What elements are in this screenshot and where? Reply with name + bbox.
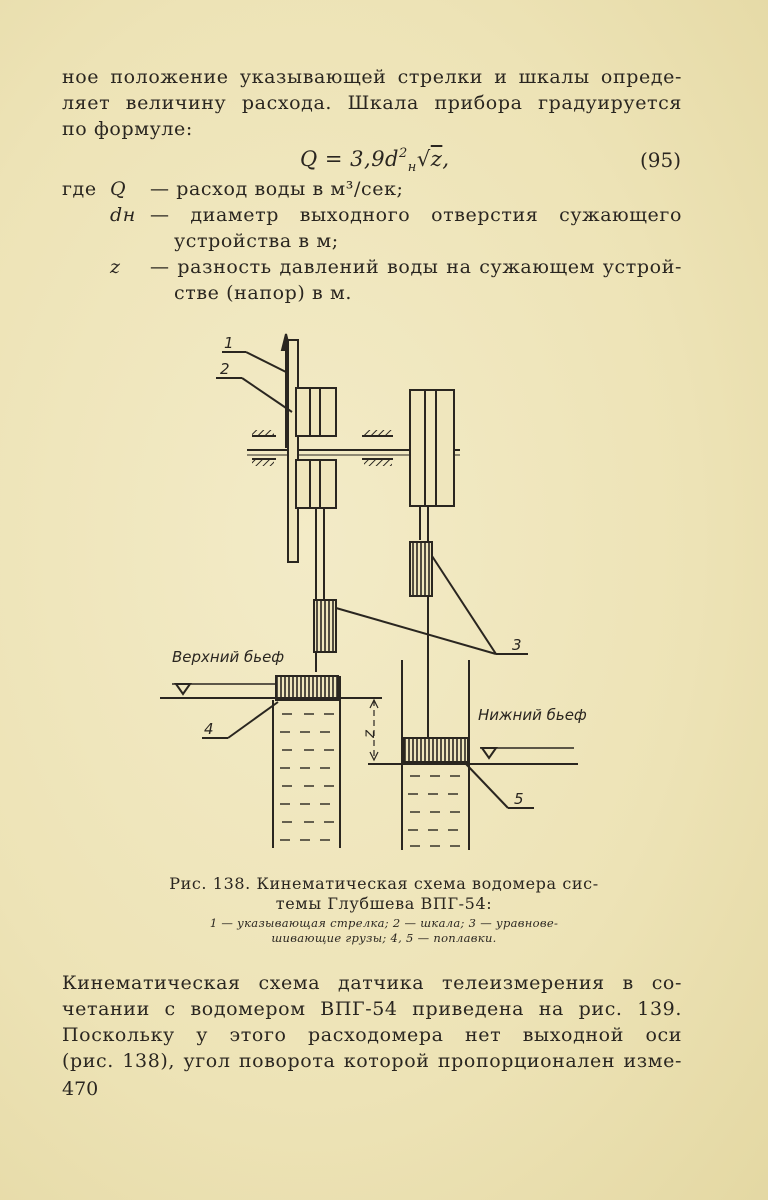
label-3: 3: [512, 636, 522, 654]
caption-line-2: темы Глубшева ВПГ-54:: [275, 894, 493, 913]
def-symbol-z: z: [110, 256, 121, 278]
formula-tail: ,: [442, 147, 450, 171]
def-cont-z: стве (напор) в м.: [174, 282, 353, 304]
float-5: [403, 737, 469, 763]
formula-lhs: Q = 3,9d: [300, 147, 400, 171]
intro-line-3: по формуле:: [62, 118, 193, 140]
formula-95: Q = 3,9d2н√z,: [300, 146, 450, 175]
closing-line-3: Поскольку у этого расходомера нет выходн…: [62, 1024, 682, 1046]
formula-radical: √: [416, 147, 431, 171]
right-drum: [409, 389, 455, 507]
legend-line-2: шивающие грузы; 4, 5 — поплавки.: [271, 931, 497, 945]
label-2: 2: [220, 360, 230, 378]
counterweight-left: [313, 599, 337, 653]
legend-line-1: 1 — указывающая стрелка; 2 — шкала; 3 — …: [209, 916, 559, 930]
formula-sup: 2: [399, 146, 408, 161]
label-5: 5: [514, 790, 524, 808]
intro-line-1: ное положение указывающей стрелки и шкал…: [62, 66, 682, 88]
label-z: z: [360, 729, 378, 739]
label-4: 4: [204, 720, 214, 738]
bearing-1: [252, 430, 274, 436]
def-cont-dn: устройства в м;: [174, 230, 339, 252]
caption-line-1: Рис. 138. Кинематическая схема водомера …: [169, 874, 599, 893]
counterweight-right: [409, 541, 433, 597]
bearing-3: [364, 430, 392, 436]
closing-line-2: четании с водомером ВПГ-54 приведена на …: [62, 998, 682, 1020]
def-text-z: — разность давлений воды на сужающем уст…: [150, 256, 682, 278]
label-lower-pool: Нижний бьеф: [478, 706, 587, 724]
formula-z: z: [430, 147, 443, 171]
def-text-q: — расход воды в м³/сек;: [150, 178, 404, 200]
definitions-list: где Q — расход воды в м³/сек; dн — диаме…: [62, 176, 682, 306]
formula-sub: н: [407, 160, 417, 175]
closing-line-4: (рис. 138), угол поворота которой пропор…: [62, 1050, 682, 1072]
label-1: 1: [224, 334, 234, 352]
figure-caption: Рис. 138. Кинематическая схема водомера …: [150, 874, 618, 914]
equation-number: (95): [640, 148, 682, 172]
definitions-lead: где: [62, 178, 97, 200]
def-symbol-q: Q: [110, 178, 127, 200]
label-upper-pool: Верхний бьеф: [172, 648, 284, 666]
left-drum-upper: [295, 387, 337, 437]
def-symbol-dn: dн: [110, 204, 136, 226]
bearing-4: [364, 460, 392, 466]
intro-line-2: ляет величину расхода. Шкала прибора гра…: [62, 92, 682, 114]
closing-line-1: Кинематическая схема датчика телеизмерен…: [62, 972, 682, 994]
page-number: 470: [62, 1078, 99, 1100]
left-drum-lower: [295, 459, 337, 509]
def-text-dn: — диаметр выходного отверстия сужающего: [150, 204, 682, 226]
float-4: [275, 675, 339, 701]
figure-legend: 1 — указывающая стрелка; 2 — шкала; 3 — …: [150, 916, 618, 946]
scale-strip: [287, 339, 299, 563]
bearing-2: [252, 460, 274, 466]
